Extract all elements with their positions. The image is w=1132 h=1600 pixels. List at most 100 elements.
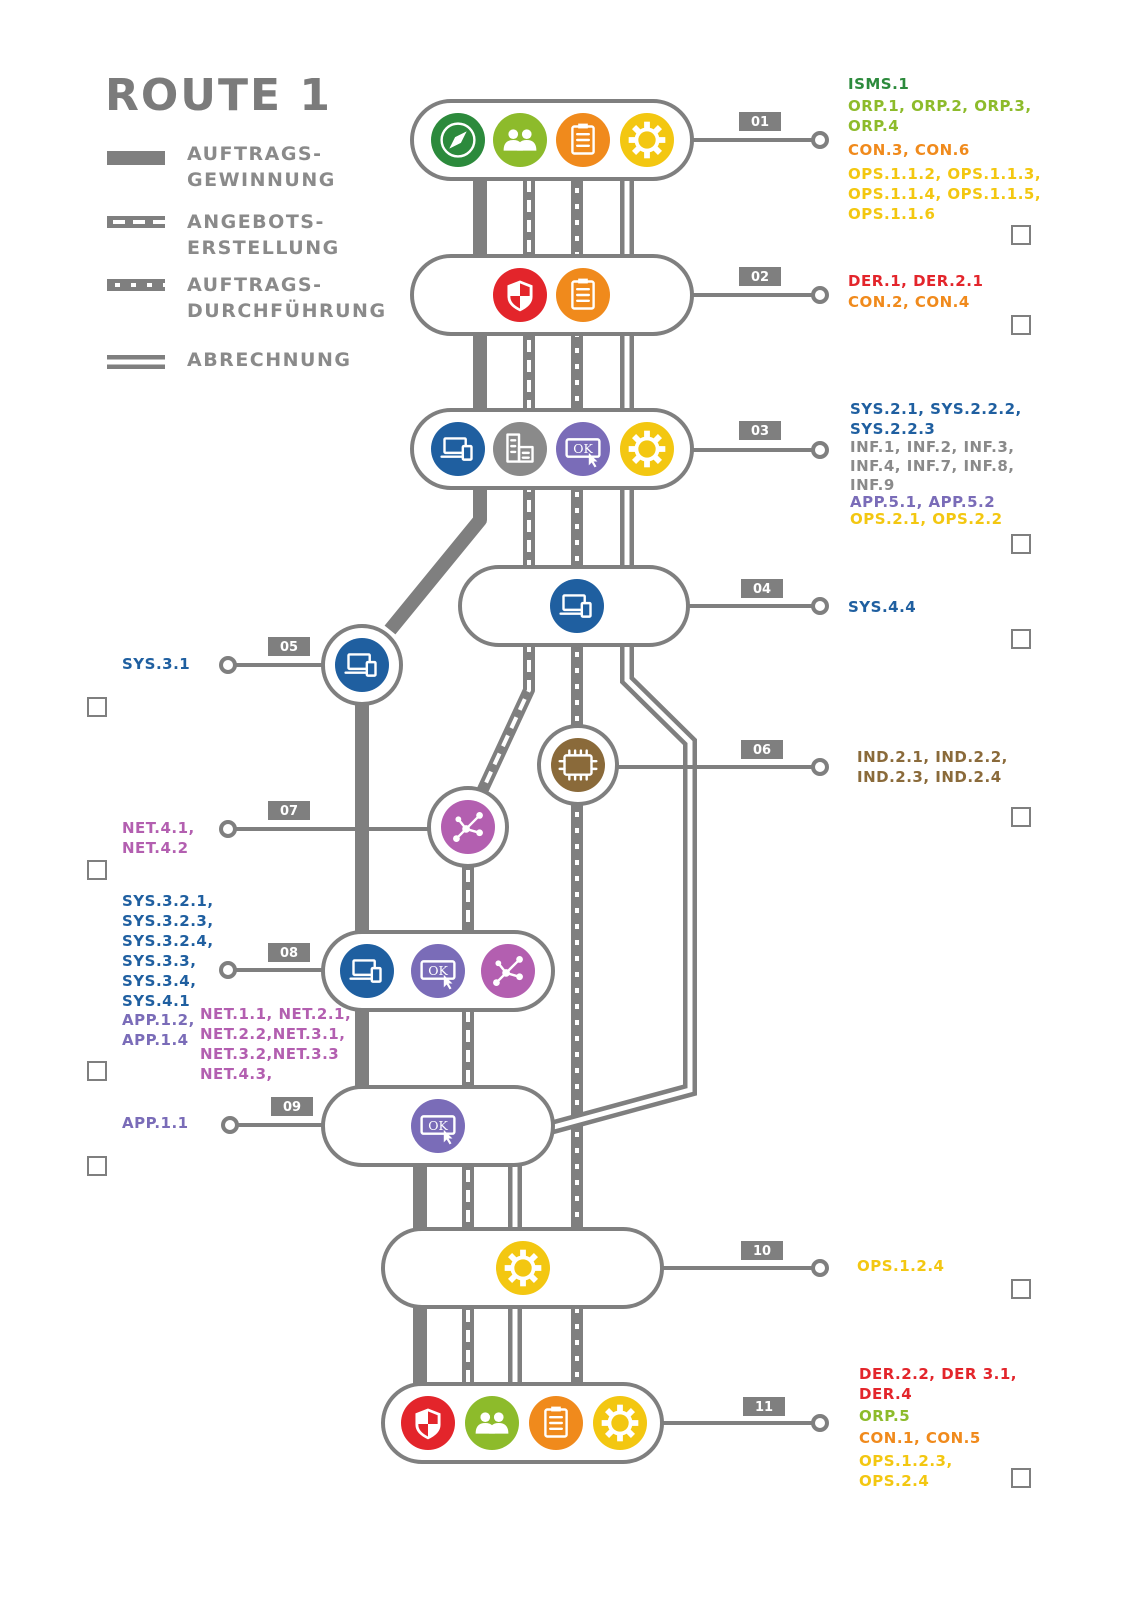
checkbox-station-02[interactable] bbox=[1011, 315, 1031, 335]
station-number-09: 09 bbox=[283, 1100, 301, 1115]
gear-icon bbox=[496, 1241, 550, 1295]
station-number-04: 04 bbox=[753, 582, 771, 597]
laptop-icon bbox=[550, 579, 604, 633]
module-label: NET.4.1, bbox=[122, 819, 195, 837]
module-label: OPS.1.1.6 bbox=[848, 205, 935, 223]
laptop-icon bbox=[340, 944, 394, 998]
clipboard-icon bbox=[556, 268, 610, 322]
module-label: IND.2.3, IND.2.4 bbox=[857, 768, 1002, 786]
station-number-02: 02 bbox=[751, 270, 769, 285]
laptop-icon bbox=[431, 422, 485, 476]
building-icon bbox=[493, 422, 547, 476]
legend-label-abrechnung: ABRECHNUNG bbox=[187, 349, 351, 371]
station-06 bbox=[537, 724, 619, 806]
module-label: OPS.1.2.4 bbox=[857, 1257, 944, 1275]
people-icon bbox=[493, 113, 547, 167]
module-label: INF.9 bbox=[850, 476, 895, 494]
module-label: SYS.3.2.1, bbox=[122, 892, 214, 910]
station-11 bbox=[381, 1382, 664, 1464]
module-label: CON.3, CON.6 bbox=[848, 141, 970, 159]
module-label: CON.1, CON.5 bbox=[859, 1429, 981, 1447]
module-label: OPS.1.2.3, bbox=[859, 1452, 953, 1470]
checkbox-station-09[interactable] bbox=[87, 1156, 107, 1176]
checkbox-station-03[interactable] bbox=[1011, 534, 1031, 554]
checkbox-station-01[interactable] bbox=[1011, 225, 1031, 245]
compass-icon bbox=[431, 113, 485, 167]
people-icon bbox=[465, 1396, 519, 1450]
chip-icon bbox=[551, 738, 605, 792]
legend-label-angebotserstellung-2: ERSTELLUNG bbox=[187, 237, 340, 259]
station-04 bbox=[458, 565, 690, 647]
station-10 bbox=[381, 1227, 664, 1309]
station-09 bbox=[321, 1085, 555, 1167]
module-label: SYS.3.2.3, bbox=[122, 912, 214, 930]
checkbox-station-08[interactable] bbox=[87, 1061, 107, 1081]
gear-icon bbox=[620, 113, 674, 167]
checkbox-station-06[interactable] bbox=[1011, 807, 1031, 827]
module-label: SYS.4.1 bbox=[122, 992, 190, 1010]
gear-icon bbox=[620, 422, 674, 476]
module-label: SYS.3.3, bbox=[122, 952, 196, 970]
connectors bbox=[219, 131, 829, 1432]
legend-label-auftragsdurchfuehrung-2: DURCHFÜHRUNG bbox=[187, 298, 387, 322]
module-label: INF.4, INF.7, INF.8, bbox=[850, 457, 1014, 475]
checkbox-station-07[interactable] bbox=[87, 860, 107, 880]
module-label: APP.5.1, APP.5.2 bbox=[850, 493, 995, 511]
station-07 bbox=[427, 786, 509, 868]
ok-button-icon bbox=[411, 1099, 465, 1153]
module-label: NET.4.3, bbox=[200, 1065, 273, 1083]
station-number-05: 05 bbox=[280, 640, 298, 655]
station-number-07: 07 bbox=[280, 804, 298, 819]
module-label: DER.2.2, DER 3.1, bbox=[859, 1365, 1017, 1383]
laptop-icon bbox=[335, 638, 389, 692]
gear-icon bbox=[593, 1396, 647, 1450]
module-label: OPS.1.1.2, OPS.1.1.3, bbox=[848, 165, 1041, 183]
module-label: ORP.4 bbox=[848, 117, 899, 135]
module-label: ISMS.1 bbox=[848, 75, 909, 93]
module-label: OPS.2.4 bbox=[859, 1472, 929, 1490]
legend-label-auftragsdurchfuehrung-1: AUFTRAGS- bbox=[187, 274, 323, 296]
track-gewinnung-upper bbox=[384, 140, 487, 635]
module-label: APP.1.1 bbox=[122, 1114, 189, 1132]
page-title: ROUTE 1 bbox=[105, 70, 332, 121]
checkbox-station-04[interactable] bbox=[1011, 629, 1031, 649]
module-label: SYS.3.2.4, bbox=[122, 932, 214, 950]
station-01 bbox=[410, 99, 694, 181]
module-label: INF.1, INF.2, INF.3, bbox=[850, 438, 1014, 456]
legend-label-auftragsgewinnung-1: AUFTRAGS- bbox=[187, 143, 323, 165]
checkbox-station-05[interactable] bbox=[87, 697, 107, 717]
module-labels: ISMS.1 ORP.1, ORP.2, ORP.3, ORP.4 CON.3,… bbox=[122, 75, 1041, 1490]
module-label: NET.3.2,NET.3.3 bbox=[200, 1045, 339, 1063]
track-abrechnung bbox=[508, 140, 697, 1420]
legend-label-auftragsgewinnung-2: GEWINNUNG bbox=[187, 169, 336, 191]
module-label: NET.1.1, NET.2.1, bbox=[200, 1005, 351, 1023]
checkbox-station-10[interactable] bbox=[1011, 1279, 1031, 1299]
module-label: SYS.4.4 bbox=[848, 598, 916, 616]
module-label: ORP.1, ORP.2, ORP.3, bbox=[848, 97, 1032, 115]
station-number-01: 01 bbox=[751, 115, 769, 130]
legend-label-angebotserstellung-1: ANGEBOTS- bbox=[187, 211, 325, 233]
ok-button-icon bbox=[411, 944, 465, 998]
ok-button-icon bbox=[556, 422, 610, 476]
station-number-11: 11 bbox=[755, 1400, 773, 1415]
network-icon bbox=[441, 800, 495, 854]
checkbox-station-11[interactable] bbox=[1011, 1468, 1031, 1488]
module-label: NET.2.2,NET.3.1, bbox=[200, 1025, 345, 1043]
module-label: SYS.2.1, SYS.2.2.2, bbox=[850, 400, 1022, 418]
network-icon bbox=[481, 944, 535, 998]
module-label: IND.2.1, IND.2.2, bbox=[857, 748, 1008, 766]
module-label: DER.1, DER.2.1 bbox=[848, 272, 983, 290]
legend: AUFTRAGS- GEWINNUNG ANGEBOTS- ERSTELLUNG… bbox=[107, 143, 387, 371]
module-label: APP.1.4 bbox=[122, 1031, 189, 1049]
module-label: ORP.5 bbox=[859, 1407, 910, 1425]
module-label: OPS.2.1, OPS.2.2 bbox=[850, 510, 1003, 528]
clipboard-icon bbox=[529, 1396, 583, 1450]
checkboxes bbox=[87, 225, 1031, 1488]
module-label: SYS.3.1 bbox=[122, 655, 190, 673]
clipboard-icon bbox=[556, 113, 610, 167]
shield-icon bbox=[401, 1396, 455, 1450]
module-label: OPS.1.1.4, OPS.1.1.5, bbox=[848, 185, 1041, 203]
module-label: SYS.2.2.3 bbox=[850, 420, 935, 438]
shield-icon bbox=[493, 268, 547, 322]
module-label: CON.2, CON.4 bbox=[848, 293, 970, 311]
